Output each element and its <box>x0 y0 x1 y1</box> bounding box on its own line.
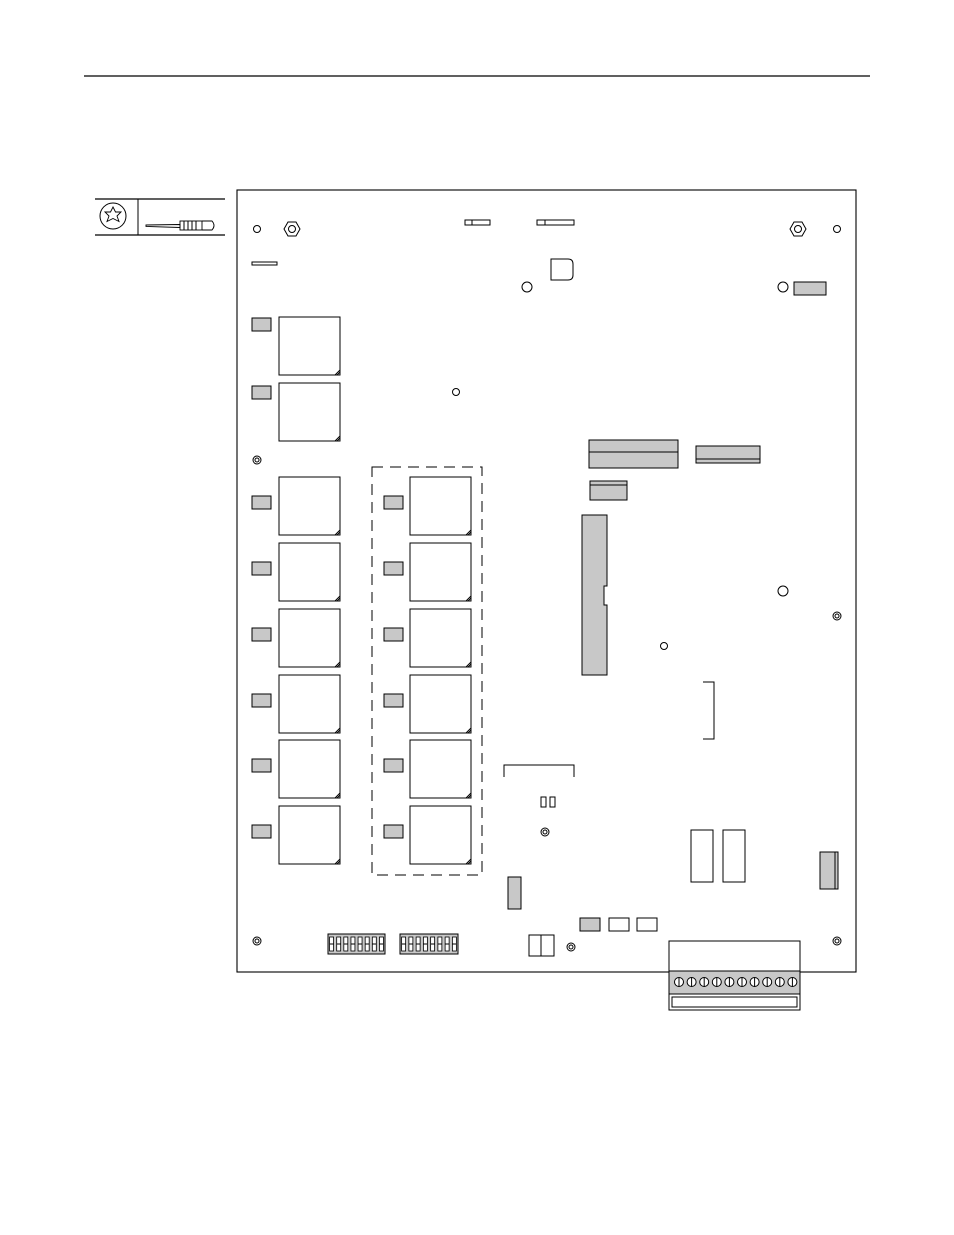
d-shaped-component <box>551 259 573 280</box>
top-connectors <box>252 220 826 396</box>
relay-right-4 <box>384 543 471 601</box>
header-connectors <box>504 440 838 956</box>
terminal-screw <box>725 978 734 987</box>
terminal-screw <box>763 978 772 987</box>
terminal-screw <box>712 978 721 987</box>
indicator-block <box>252 825 271 838</box>
indicator-block <box>384 825 403 838</box>
screw <box>567 943 575 951</box>
mounting-hardware <box>254 222 841 236</box>
terminal-screw <box>775 978 784 987</box>
relay-right-3 <box>384 477 471 535</box>
screw <box>833 937 841 945</box>
terminal-screw <box>738 978 747 987</box>
terminal-screw <box>700 978 709 987</box>
indicator-block <box>384 628 403 641</box>
relay-left-7 <box>252 740 340 798</box>
relay-left-8 <box>252 806 340 864</box>
relay-right-8 <box>384 806 471 864</box>
relay-left-5 <box>252 609 340 667</box>
terminal-screw <box>687 978 696 987</box>
screwdriver-icon <box>146 221 214 230</box>
indicator-block <box>252 759 271 772</box>
screw <box>253 456 261 464</box>
screw <box>541 828 549 836</box>
indicator-block <box>252 496 271 509</box>
screw <box>833 612 841 620</box>
indicator-block <box>252 694 271 707</box>
ribbon-connector <box>582 515 607 675</box>
relay-left-2 <box>252 383 340 441</box>
screw <box>253 937 261 945</box>
dip-switch-2 <box>400 934 458 954</box>
relay-left-4 <box>252 543 340 601</box>
terminal-screw <box>750 978 759 987</box>
indicator-block <box>384 562 403 575</box>
relay-right-6 <box>384 675 471 733</box>
relay-left-6 <box>252 675 340 733</box>
indicator-block <box>384 496 403 509</box>
relay-right-5 <box>384 609 471 667</box>
board-screws <box>253 456 841 951</box>
indicator-block <box>252 562 271 575</box>
relay-left-3 <box>252 477 340 535</box>
dip-switch-1 <box>328 934 385 954</box>
dip-switches <box>328 934 458 954</box>
board-outline <box>237 190 856 972</box>
relay-group-outline <box>372 467 482 875</box>
torx-screw-icon <box>100 203 126 229</box>
terminal-screw <box>788 978 797 987</box>
indicator-block <box>384 694 403 707</box>
indicator-block <box>252 628 271 641</box>
indicator-block <box>252 318 271 331</box>
terminal-block <box>669 941 800 1010</box>
indicator-block <box>384 759 403 772</box>
indicator-block <box>252 386 271 399</box>
relay-left-1 <box>252 317 340 375</box>
relay-right-7 <box>384 740 471 798</box>
tool-box <box>95 199 225 235</box>
terminal-screw <box>675 978 684 987</box>
relay-array <box>252 317 471 864</box>
